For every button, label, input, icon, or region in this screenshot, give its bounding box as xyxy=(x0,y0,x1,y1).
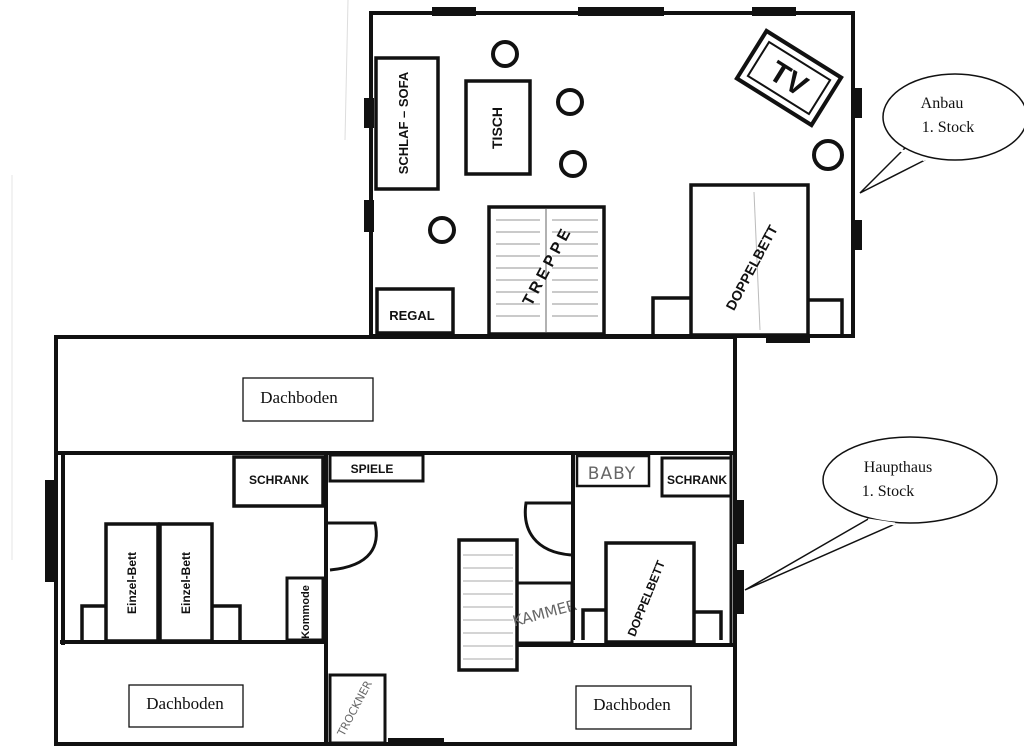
door xyxy=(523,501,572,557)
nightstand xyxy=(808,298,844,334)
wardrobe-left-label: SCHRANK xyxy=(249,473,309,487)
annex-callout-title: Anbau xyxy=(921,95,964,112)
dresser xyxy=(285,576,325,642)
window xyxy=(734,570,744,614)
nightstand xyxy=(581,608,606,640)
main-house-callout: Haupthaus 1. Stock xyxy=(744,436,998,591)
annex-callout: Anbau 1. Stock xyxy=(859,73,1024,194)
baby-label: BABY xyxy=(588,464,636,484)
attic-right-box xyxy=(575,685,692,730)
window xyxy=(364,200,374,232)
main-house-callout-title: Haupthaus xyxy=(864,459,932,476)
window xyxy=(852,88,862,118)
wardrobe-left xyxy=(232,455,325,508)
nightstand xyxy=(694,610,723,640)
attic-top-label: Dachboden xyxy=(260,388,338,407)
stool xyxy=(428,216,456,244)
main-house-plan: Dachboden SCHRANK Einzel-Bett Einzel-Bet… xyxy=(45,335,744,746)
sofa-bed xyxy=(374,56,440,191)
single-bed-1 xyxy=(104,522,160,643)
baby-bed xyxy=(575,454,651,488)
stair-steps xyxy=(496,219,598,317)
toys-label: SPIELE xyxy=(351,462,394,476)
main-double-bed-label: DOPPELBETT xyxy=(625,558,668,639)
window xyxy=(45,480,55,582)
dryer xyxy=(328,673,387,745)
storage-label: KAMMER xyxy=(511,596,579,630)
window xyxy=(752,7,796,16)
annex-callout-floor: 1. Stock xyxy=(922,119,974,136)
annex-double-bed xyxy=(689,183,810,337)
table-label: TISCH xyxy=(489,107,505,149)
stair-steps xyxy=(463,554,513,660)
annex-double-bed-label: DOPPELBETT xyxy=(722,222,781,313)
window xyxy=(734,500,744,544)
annex-stairs xyxy=(487,205,606,336)
wardrobe-right-label: SCHRANK xyxy=(667,473,727,487)
shelf-label: REGAL xyxy=(389,308,435,323)
attic-top-box xyxy=(242,377,374,422)
main-double-bed xyxy=(604,541,696,644)
toys-shelf xyxy=(328,453,425,483)
window xyxy=(766,334,810,343)
attic-left-label: Dachboden xyxy=(146,694,224,713)
wardrobe-right xyxy=(660,456,733,498)
stairs-label: TREPPE xyxy=(520,223,576,309)
main-stairs xyxy=(457,538,519,672)
tv: TV xyxy=(734,28,844,128)
door-threshold xyxy=(388,738,444,746)
attic-left-box xyxy=(128,684,244,728)
door xyxy=(328,521,378,572)
table xyxy=(464,79,532,176)
main-house-callout-floor: 1. Stock xyxy=(862,483,914,500)
tv-label: TV xyxy=(763,55,813,103)
window xyxy=(432,7,476,16)
single-bed-2-label: Einzel-Bett xyxy=(179,552,193,614)
nightstand xyxy=(651,296,691,334)
window xyxy=(578,7,664,16)
attic-right-label: Dachboden xyxy=(593,695,671,714)
stool xyxy=(812,139,844,171)
nightstand xyxy=(80,604,106,640)
nightstand xyxy=(212,604,242,640)
window xyxy=(364,98,374,128)
sofa-bed-label: SCHLAF – SOFA xyxy=(396,71,411,174)
single-bed-1-label: Einzel-Bett xyxy=(125,552,139,614)
shelf xyxy=(375,287,455,335)
single-bed-2 xyxy=(158,522,214,643)
stool xyxy=(491,40,519,68)
annex-plan: SCHLAF – SOFA TISCH TV xyxy=(364,7,862,343)
stool xyxy=(556,88,584,116)
dresser-label: Kommode xyxy=(300,585,312,639)
dryer-label: TROCKNER xyxy=(334,678,375,739)
stool xyxy=(559,150,587,178)
window xyxy=(852,220,862,250)
